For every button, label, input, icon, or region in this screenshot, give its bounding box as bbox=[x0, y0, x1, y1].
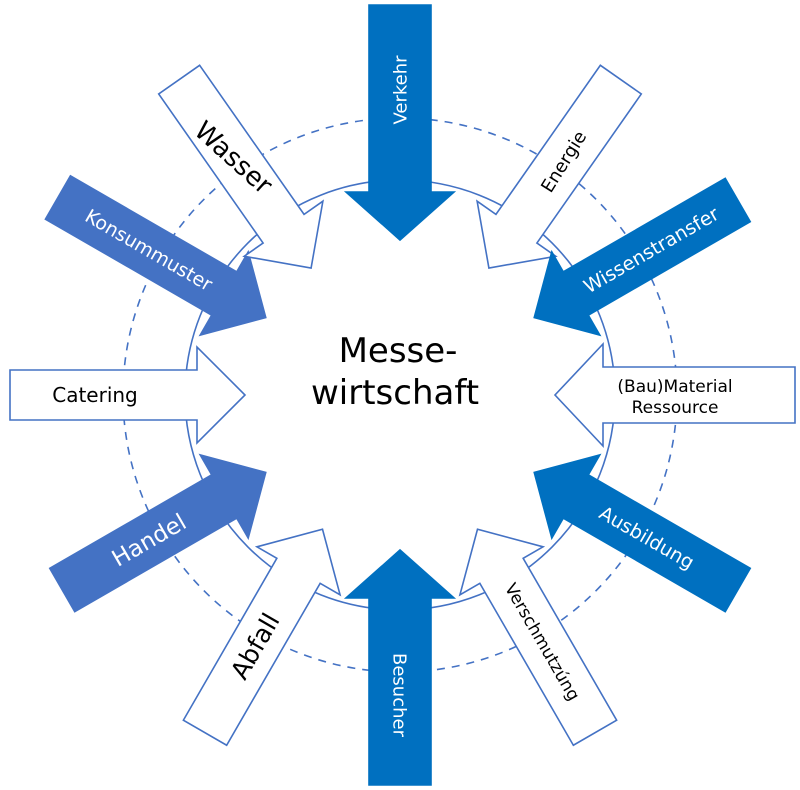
arrow-shape bbox=[475, 64, 643, 269]
arrow-verkehr: Verkehr bbox=[343, 4, 457, 242]
arrow-shape bbox=[343, 4, 457, 242]
arrow-catering: Catering bbox=[9, 345, 247, 445]
arrow-ausbildung: Ausbildung bbox=[533, 453, 752, 613]
arrow-shape bbox=[343, 548, 457, 786]
arrow-shape bbox=[533, 453, 752, 613]
arrow-label-line1: (Bau)Material bbox=[617, 377, 732, 397]
arrow-shape bbox=[553, 341, 796, 449]
arrow-label-line2: Ressource bbox=[632, 398, 719, 418]
arrow-shape bbox=[9, 345, 247, 445]
arrow-label: Verkehr bbox=[390, 55, 411, 125]
arrow-label: Catering bbox=[52, 383, 138, 407]
center-title-line1: Messe- bbox=[339, 331, 458, 371]
arrow-shape bbox=[157, 64, 325, 269]
arrow-shape bbox=[48, 453, 267, 613]
arrow-shape bbox=[533, 177, 752, 337]
arrow-shape bbox=[458, 528, 618, 747]
arrow-besucher: Besucher bbox=[343, 548, 457, 786]
arrow-shape bbox=[44, 174, 267, 337]
arrow-shape bbox=[182, 528, 342, 747]
center-title-line2: wirtschaft bbox=[311, 373, 479, 413]
arrow-label: Besucher bbox=[389, 653, 410, 738]
